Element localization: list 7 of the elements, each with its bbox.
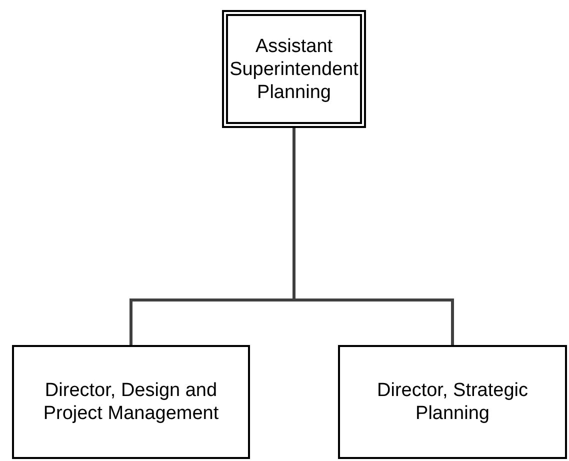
position-box xyxy=(12,345,250,459)
position-title: Director, Strategic Planning xyxy=(376,379,529,425)
position-title: Assistant Superintendent Planning xyxy=(228,34,360,104)
position-box xyxy=(338,345,567,459)
position-box xyxy=(222,10,366,128)
position-title: Director, Design and Project Management xyxy=(42,379,220,425)
connector-line xyxy=(292,128,454,345)
